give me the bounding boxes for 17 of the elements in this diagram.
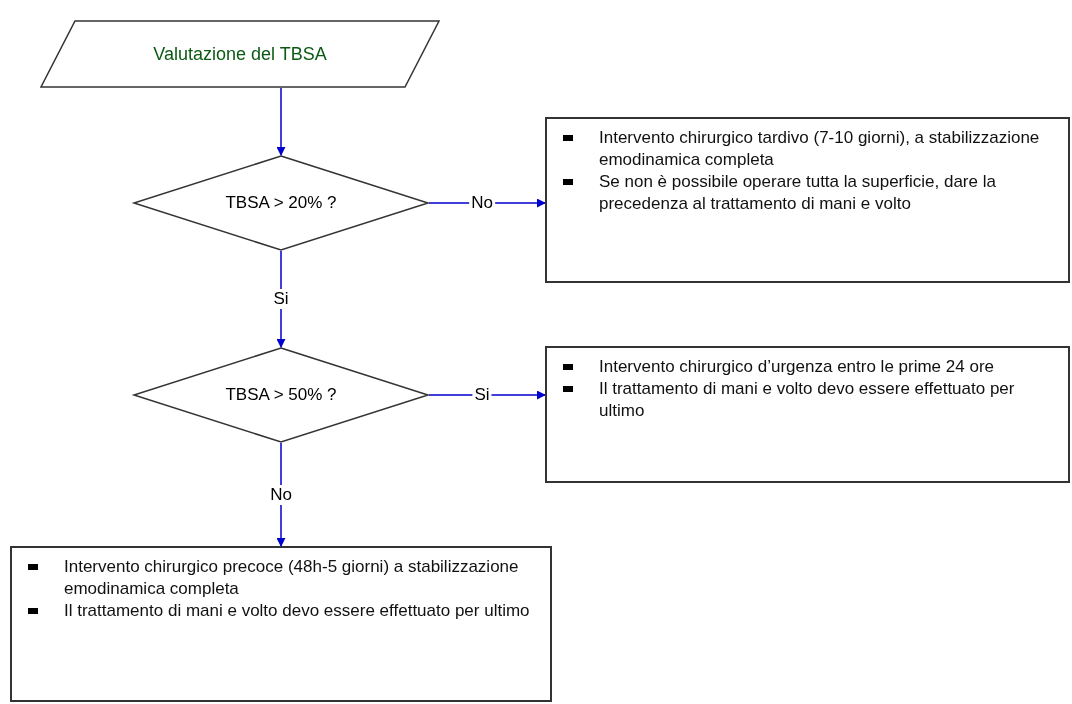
question-text: TBSA > 20% ? <box>225 193 337 213</box>
bullet-text: Il trattamento di mani e volto devo essere effettuato per ultimo <box>26 600 542 622</box>
arrow <box>276 250 286 348</box>
bullet-text: Intervento chirurgico precoce (48h-5 giorni) a stabilizzazione emodinamica completa <box>26 556 542 600</box>
note-box <box>10 546 552 702</box>
edge-label: Si <box>271 289 291 309</box>
question-text: TBSA > 50% ? <box>225 385 337 405</box>
bullet-text: Intervento chirurgico d’urgenza entro le prime 24 ore <box>561 356 1060 378</box>
arrow <box>276 87 286 156</box>
edge-label: No <box>268 484 294 505</box>
note-box <box>545 346 1070 483</box>
bullet-text: Il trattamento di mani e volto devo essere effettuato per ultimo <box>561 378 1060 422</box>
step-text: Valutazione del TBSA <box>153 43 327 65</box>
bullet-text: Intervento chirurgico tardivo (7-10 giorni), a stabilizzazione emodinamica completa <box>561 127 1060 171</box>
note-box <box>545 117 1070 283</box>
arrow <box>428 390 546 400</box>
bullet-text: Se non è possibile operare tutta la superficie, dare la precedenza al trattamento di mani e volto <box>561 171 1060 215</box>
